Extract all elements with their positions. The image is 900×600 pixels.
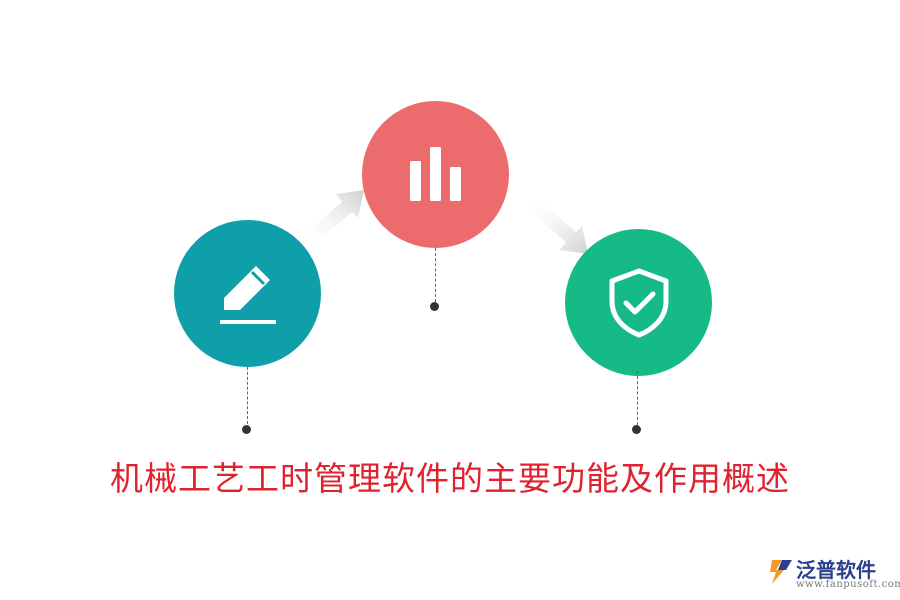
leader-line [435,248,436,302]
leader-line [637,371,638,425]
anchor-dot [430,302,439,311]
brand-logo: 泛普软件 www.fanpusoft.com [768,552,900,594]
step-circle-chart [362,101,509,248]
page-title: 机械工艺工时管理软件的主要功能及作用概述 [110,459,790,498]
logo-name: 泛普软件 [796,558,876,582]
step-circle-shield [565,229,712,376]
edit-pen-icon [219,265,276,324]
arrow-icon [302,190,364,246]
step-circle-edit [174,220,321,367]
anchor-dot [242,425,251,434]
anchor-dot [632,425,641,434]
shield-check-icon [609,268,668,337]
logo-mark-icon [770,560,792,584]
leader-line [247,367,248,424]
logo-url: www.fanpusoft.com [796,579,900,590]
bar-chart-icon [409,146,461,201]
arrow-icon [526,198,588,254]
